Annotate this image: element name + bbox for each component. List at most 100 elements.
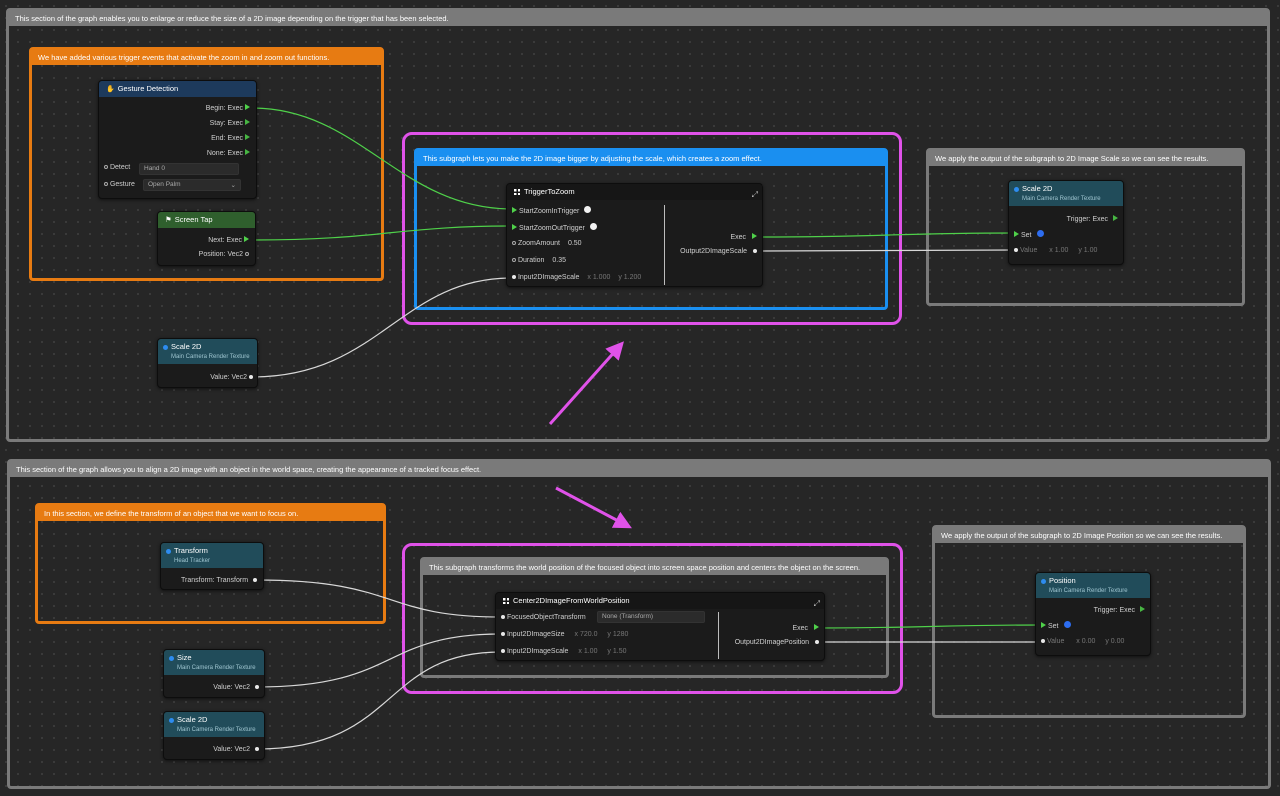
- scale-x[interactable]: x 1.00: [578, 648, 598, 655]
- start-out-port[interactable]: [512, 224, 517, 230]
- variable-icon: [1014, 187, 1019, 192]
- center-image-node[interactable]: Center2DImageFromWorldPosition⤢ FocusedO…: [495, 592, 825, 661]
- scale-value-port[interactable]: [255, 747, 259, 751]
- node-title: Scale 2D: [177, 715, 208, 724]
- gesture-port[interactable]: [104, 182, 108, 186]
- end-exec-port[interactable]: [245, 134, 250, 140]
- scale-port[interactable]: [501, 649, 505, 653]
- node-subtitle: Main Camera Render Texture: [1049, 587, 1128, 594]
- expand-icon[interactable]: ⤢: [751, 190, 758, 199]
- variable-icon: [169, 656, 174, 661]
- zoom-subgraph-group[interactable]: This subgraph lets you make the 2D image…: [414, 148, 888, 310]
- input-scale-y[interactable]: y 1.200: [618, 274, 642, 281]
- set-toggle[interactable]: [1037, 230, 1045, 237]
- trigger-to-zoom-node[interactable]: TriggerToZoom⤢ StartZoomInTrigger StartZ…: [506, 183, 763, 287]
- wire-size-to-input: [256, 633, 502, 688]
- transform-group[interactable]: In this section, we define the transform…: [35, 503, 386, 624]
- exec-out-port[interactable]: [752, 233, 757, 239]
- top-section-group[interactable]: This section of the graph enables you to…: [6, 8, 1270, 442]
- value-y[interactable]: y 0.00: [1105, 638, 1125, 645]
- size-label: Input2DImageSize: [506, 631, 565, 638]
- trigger-exec-port[interactable]: [1140, 606, 1145, 612]
- wire-center-exec-to-set: [816, 624, 1043, 629]
- input-scale-port[interactable]: [512, 275, 516, 279]
- output-position-port[interactable]: [815, 640, 819, 644]
- value-x[interactable]: x 0.00: [1076, 638, 1096, 645]
- value-port[interactable]: [1041, 639, 1045, 643]
- trigger-events-group[interactable]: We have added various trigger events tha…: [29, 47, 384, 281]
- screen-tap-node[interactable]: ⚑Screen Tap Next: Exec Position: Vec2: [157, 211, 256, 266]
- trigger-exec-port[interactable]: [1113, 215, 1118, 221]
- node-title: Scale 2D: [1022, 184, 1053, 193]
- position-output-group[interactable]: We apply the output of the subgraph to 2…: [932, 525, 1246, 718]
- next-exec-port[interactable]: [244, 236, 249, 242]
- value-port[interactable]: [249, 375, 253, 379]
- output-scale-port[interactable]: [753, 249, 757, 253]
- center-subgraph-highlight: [402, 543, 903, 694]
- gesture-detection-node[interactable]: ✋Gesture Detection Begin: Exec Stay: Exe…: [98, 80, 257, 199]
- position-label: Position: Vec2: [198, 251, 244, 258]
- set-port[interactable]: [1041, 622, 1046, 628]
- size-x[interactable]: x 720.0: [574, 631, 598, 638]
- stay-exec-port[interactable]: [245, 119, 250, 125]
- wire-scale-to-zoom-input: [251, 277, 513, 378]
- start-in-value[interactable]: [584, 206, 592, 213]
- hand-icon: ✋: [106, 86, 115, 93]
- trigger-exec-label: Trigger: Exec: [1066, 216, 1109, 223]
- duration-port[interactable]: [512, 258, 516, 262]
- value-y[interactable]: y 1.00: [1078, 247, 1098, 254]
- set-port[interactable]: [1014, 231, 1019, 237]
- node-subtitle: Main Camera Render Texture: [177, 726, 256, 733]
- scale-output-group[interactable]: We apply the output of the subgraph to 2…: [926, 148, 1245, 306]
- focused-port[interactable]: [501, 615, 505, 619]
- node-title: Size: [177, 653, 192, 662]
- size-port[interactable]: [501, 632, 505, 636]
- bottom-section-group[interactable]: This section of the graph allows you to …: [7, 459, 1271, 789]
- scale-y[interactable]: y 1.50: [607, 648, 627, 655]
- value-label: Value: [1019, 247, 1038, 254]
- size-y[interactable]: y 1280: [607, 631, 629, 638]
- focused-object-field[interactable]: None (Transform): [597, 611, 705, 623]
- input-scale-x[interactable]: x 1.000: [587, 274, 611, 281]
- annotation-arrow-top: [548, 341, 625, 426]
- size-value-port[interactable]: [255, 685, 259, 689]
- none-exec-port[interactable]: [245, 149, 250, 155]
- trigger-exec-label: Trigger: Exec: [1093, 607, 1136, 614]
- begin-exec-port[interactable]: [245, 104, 250, 110]
- position-port[interactable]: [245, 252, 249, 256]
- next-exec-label: Next: Exec: [208, 237, 243, 244]
- center-subgraph-group[interactable]: This subgraph transforms the world posit…: [420, 557, 889, 678]
- node-title: Center2DImageFromWorldPosition: [513, 596, 630, 605]
- start-out-value[interactable]: [589, 223, 597, 230]
- detect-port[interactable]: [104, 165, 108, 169]
- detect-label: Detect: [109, 164, 131, 171]
- zoom-amount-port[interactable]: [512, 241, 516, 245]
- duration-value[interactable]: 0.35: [552, 257, 566, 264]
- zoom-amount-value[interactable]: 0.50: [567, 240, 582, 247]
- value-port[interactable]: [1014, 248, 1018, 252]
- annotation-arrow-bottom: [555, 486, 632, 529]
- start-in-label: StartZoomInTrigger: [518, 208, 580, 215]
- center-subgraph-header: This subgraph transforms the world posit…: [423, 560, 886, 575]
- output-position-label: Output2DImagePosition: [734, 639, 810, 646]
- value-x[interactable]: x 1.00: [1049, 247, 1069, 254]
- gesture-dropdown[interactable]: Open Palm⌄: [143, 179, 241, 191]
- node-subtitle: Head Tracker: [174, 557, 211, 564]
- begin-exec-label: Begin: Exec: [205, 105, 244, 112]
- exec-out-port[interactable]: [814, 624, 819, 630]
- exec-out-label: Exec: [730, 234, 747, 241]
- set-toggle[interactable]: [1064, 621, 1072, 628]
- set-label: Set: [1020, 232, 1032, 239]
- start-in-port[interactable]: [512, 207, 517, 213]
- scale-output-header: We apply the output of the subgraph to 2…: [929, 151, 1242, 166]
- start-out-label: StartZoomOutTrigger: [518, 225, 585, 232]
- detect-dropdown[interactable]: Hand 0: [139, 163, 239, 175]
- expand-icon[interactable]: ⤢: [813, 599, 820, 608]
- transform-output-port[interactable]: [253, 578, 257, 582]
